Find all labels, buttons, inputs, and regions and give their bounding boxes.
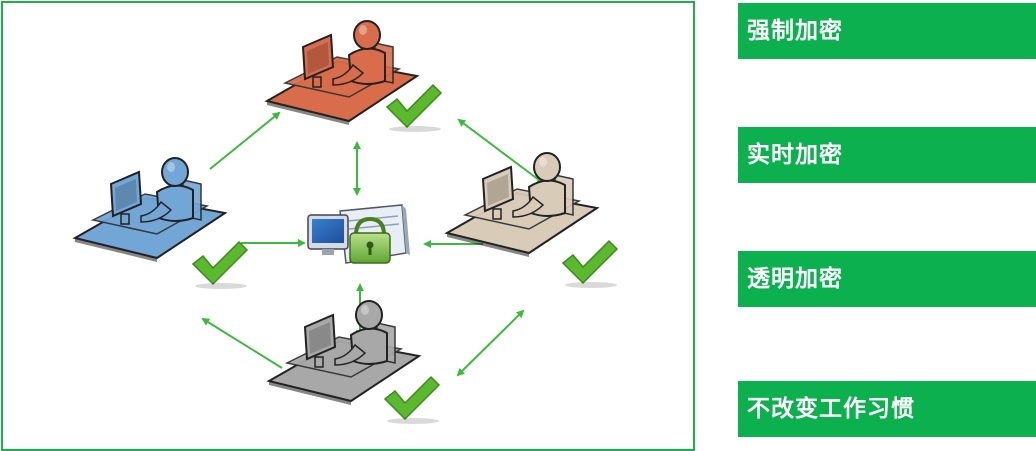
feature-transparent-encryption: 透明加密 [738,251,1036,307]
feature-no-workflow-change: 不改变工作习惯 [738,381,1036,437]
feature-list: 强制加密 实时加密 透明加密 不改变工作习惯 [738,0,1036,450]
feature-forced-encryption: 强制加密 [738,3,1036,59]
feature-realtime-encryption: 实时加密 [738,127,1036,183]
encryption-server [307,204,410,264]
check-mark-icon [192,241,248,290]
arrow-gray-to-blue [201,317,283,369]
encryption-server-lock-icon [307,204,410,264]
check-mark-icon [386,84,442,133]
check-mark-icon [562,240,618,289]
user-at-computer-icon [446,152,598,258]
encryption-diagram [1,1,695,451]
check-mark-icon [384,376,440,425]
workstation-orange [266,20,442,133]
workstation-gray [268,300,440,425]
arrow-blue-to-orange [209,111,281,170]
user-at-computer-icon [74,157,226,263]
user-at-computer-icon [268,300,420,406]
arrow-orange-beige [457,118,545,185]
arrow-gray-beige [456,309,525,377]
diagram-canvas [74,20,618,425]
workstation-beige [446,152,618,289]
workstation-blue [74,157,248,290]
